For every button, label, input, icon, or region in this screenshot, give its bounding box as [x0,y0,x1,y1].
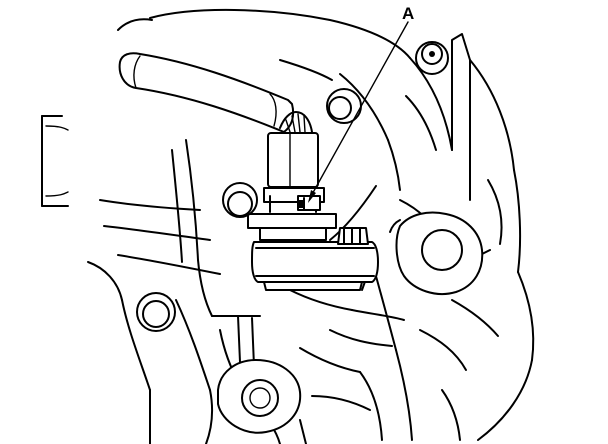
bolt-upper-right [415,41,449,75]
housing-outline [41,8,535,444]
callout-label-a: A [402,4,414,23]
hose [118,52,295,133]
callout-a: A [308,4,414,203]
bolt-lower-left [136,292,176,332]
bolt-upper-center [326,88,362,124]
lower-boss [217,359,302,434]
pivot-boss [389,211,484,295]
sensor-body [247,213,379,291]
sensor-bolt [337,227,369,245]
sensor-connector [263,132,325,213]
wire-harness [279,111,313,133]
bolt-left-center [222,182,258,218]
